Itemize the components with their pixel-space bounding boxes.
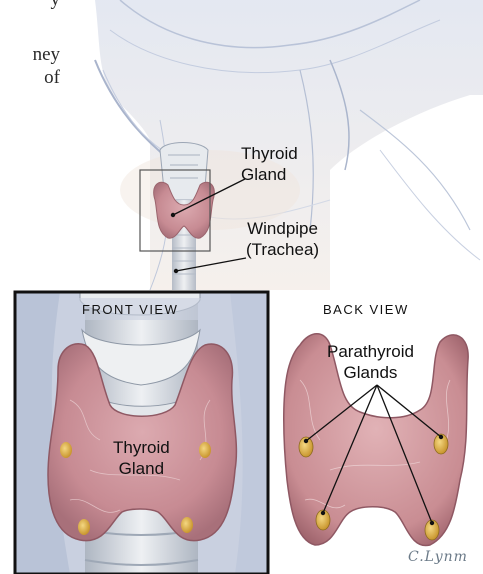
thyroid-gland-label: Thyroid Gland	[241, 143, 298, 185]
page-text-line-1: y	[51, 0, 61, 17]
thyroid-leader-dot	[171, 213, 175, 217]
front-thyroid-gland-label: Thyroid Gland	[113, 437, 170, 479]
back-view-title: BACK VIEW	[323, 302, 409, 317]
artist-signature: C.Lynm	[408, 549, 468, 565]
front-view-title: FRONT VIEW	[82, 302, 178, 317]
cropped-page-text: y ney of	[0, 0, 60, 100]
windpipe-label: Windpipe (Trachea)	[246, 218, 319, 260]
parathyroid-glands-label: Parathyroid Glands	[327, 341, 414, 383]
page-text-line-3: of	[44, 61, 60, 95]
windpipe-leader-dot	[174, 269, 178, 273]
front-view-panel	[15, 292, 268, 574]
